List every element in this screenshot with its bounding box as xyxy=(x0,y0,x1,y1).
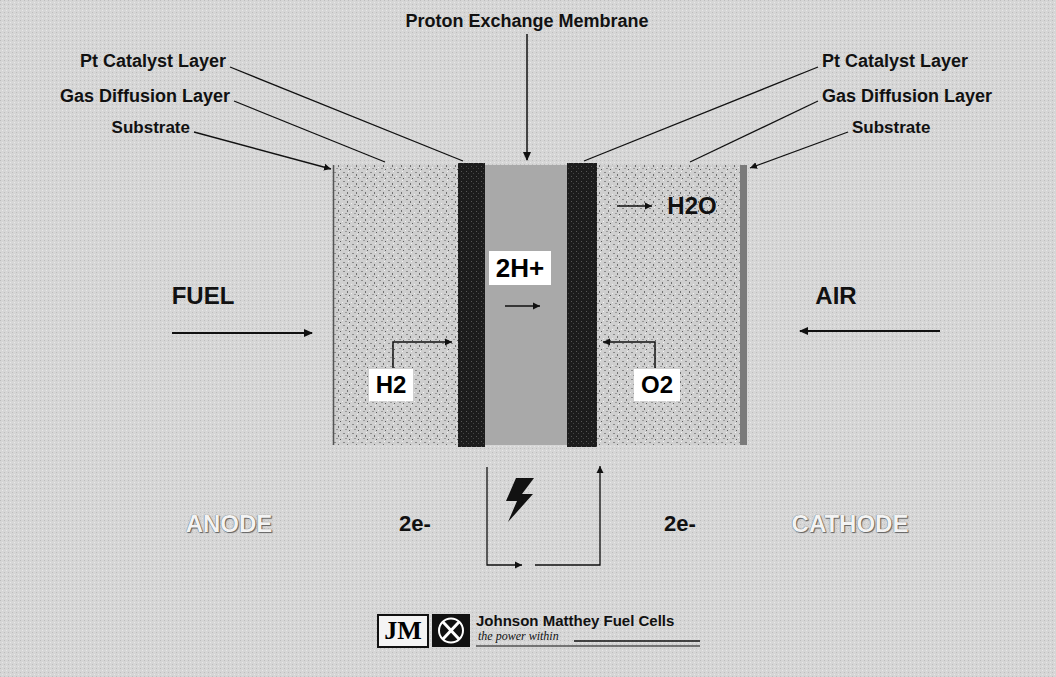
part-label: Pt Catalyst Layer xyxy=(80,52,226,72)
part-label: Gas Diffusion Layer xyxy=(822,87,992,107)
company-name: Johnson Matthey Fuel Cells xyxy=(476,613,674,630)
ion-box: 2H+ xyxy=(489,251,551,286)
electrode-label: ANODE xyxy=(186,511,273,537)
node-text: 2H+ xyxy=(496,254,544,283)
part-label: Substrate xyxy=(112,119,190,138)
electrode-label: CATHODE xyxy=(792,511,909,537)
node-text: H2 xyxy=(376,372,407,398)
node-text: O2 xyxy=(641,372,673,398)
gas-box: O2 xyxy=(634,369,680,401)
product-label: H2O xyxy=(667,193,716,219)
part-label: Gas Diffusion Layer xyxy=(60,87,230,107)
part-label: Substrate xyxy=(852,119,930,138)
electron-label: 2e- xyxy=(664,512,696,536)
company-slogan: the power within xyxy=(478,630,559,643)
logo-box: JM xyxy=(377,614,429,649)
node-text: JM xyxy=(384,617,422,646)
gas-box: H2 xyxy=(369,369,414,401)
part-label: Pt Catalyst Layer xyxy=(822,52,968,72)
input-label: AIR xyxy=(815,283,856,309)
part-label: Proton Exchange Membrane xyxy=(405,12,648,32)
electron-label: 2e- xyxy=(399,512,431,536)
input-label: FUEL xyxy=(172,283,235,309)
